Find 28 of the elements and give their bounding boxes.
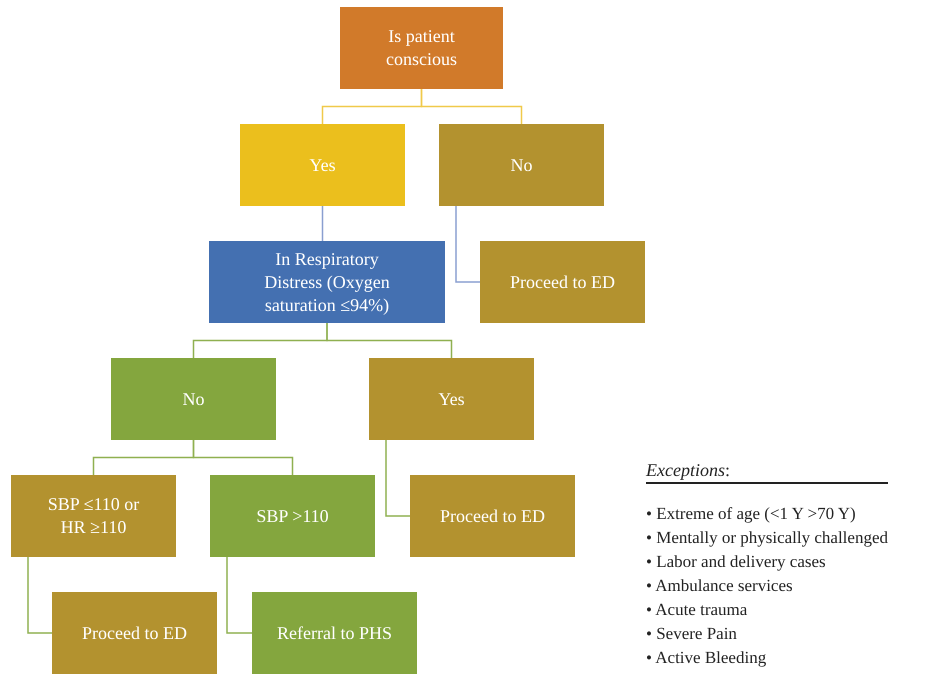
exception-item: • Acute trauma [646, 599, 748, 621]
process-box: Yes [240, 124, 405, 206]
exception-item: • Severe Pain [646, 623, 737, 645]
legend-heading: Exceptions: [646, 458, 888, 484]
connector-line [192, 440, 294, 475]
process-box: Referral to PHS [252, 592, 417, 674]
exception-item: • Extreme of age (<1 Y >70 Y) [646, 503, 856, 525]
process-box: No [439, 124, 604, 206]
process-box: Proceed to ED [480, 241, 645, 323]
exception-item: • Labor and delivery cases [646, 551, 826, 573]
process-box: Yes [369, 358, 534, 440]
process-box: Proceed to ED [52, 592, 217, 674]
connector-line [385, 440, 410, 517]
exception-item: • Mentally or physically challenged [646, 527, 888, 549]
process-box: SBP ≤110 or HR ≥110 [11, 475, 176, 557]
process-box: Is patient conscious [340, 7, 503, 89]
process-box: SBP >110 [210, 475, 375, 557]
connector-line [226, 557, 252, 634]
connector-line [420, 89, 522, 124]
connector-line [326, 323, 452, 358]
exception-item: • Ambulance services [646, 575, 793, 597]
process-box: No [111, 358, 276, 440]
connector-line [27, 557, 52, 634]
connector-line [322, 206, 324, 241]
exception-item: • Active Bleeding [646, 647, 766, 669]
connector-line [455, 206, 480, 283]
process-box: In Respiratory Distress (Oxygen saturation ≤94%) [209, 241, 445, 323]
process-box: Proceed to ED [410, 475, 575, 557]
